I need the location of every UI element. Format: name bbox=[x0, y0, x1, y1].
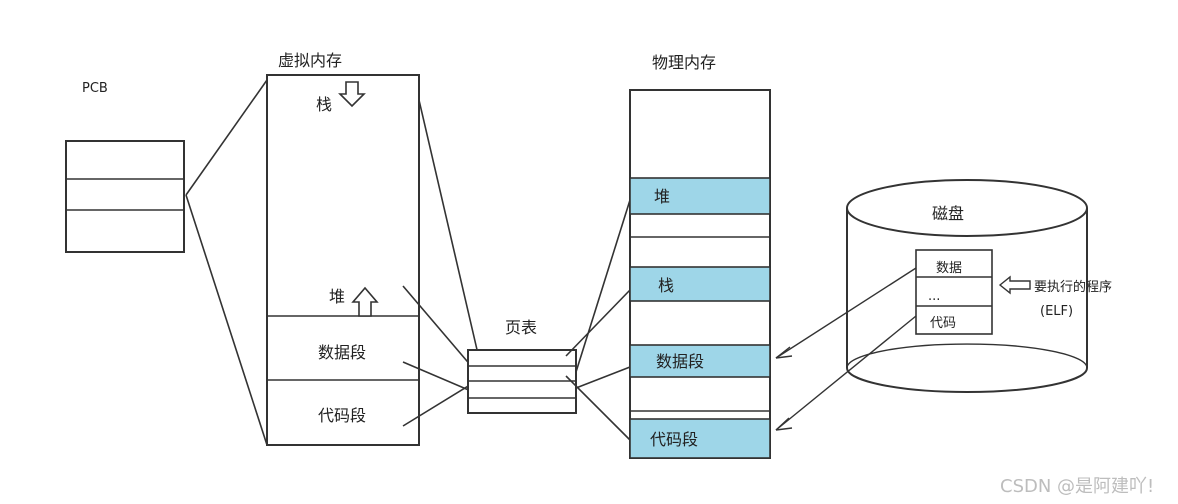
pm-stack-segment bbox=[629, 266, 771, 302]
virtual-memory-label: 虚拟内存 bbox=[278, 51, 342, 70]
pm-code-label: 代码段 bbox=[650, 430, 698, 449]
disk-data-arrowhead-icon bbox=[775, 346, 793, 359]
vm-heap-label: 堆 bbox=[329, 287, 345, 306]
disk-bottom-rim bbox=[846, 343, 1088, 369]
elf-file-box bbox=[915, 249, 993, 335]
page-table-block: 页表 bbox=[467, 318, 577, 414]
vm-data-label: 数据段 bbox=[318, 343, 366, 362]
virtual-memory-box bbox=[266, 74, 420, 446]
vm-data-to-pt bbox=[402, 361, 479, 395]
pt-to-pm-heap bbox=[575, 199, 631, 373]
pt-to-pm-data bbox=[575, 366, 631, 389]
pcb-label: PCB bbox=[82, 81, 108, 96]
pcb-connector-bottom bbox=[185, 194, 268, 446]
physical-memory-label: 物理内存 bbox=[652, 53, 716, 72]
pt-to-pm-stack bbox=[565, 289, 631, 357]
disk-label: 磁盘 bbox=[932, 204, 964, 223]
pm-heap-label: 堆 bbox=[654, 187, 670, 206]
elf-label: (ELF) bbox=[1040, 304, 1073, 319]
pcb-connector-top bbox=[185, 79, 268, 196]
virtual-memory-block: 虚拟内存 栈 堆 数据段 代码段 bbox=[266, 51, 420, 446]
pm-data-segment bbox=[629, 344, 771, 378]
vm-stack-label: 栈 bbox=[316, 95, 332, 114]
vm-code-to-pt bbox=[402, 379, 479, 427]
elf-code-label: 代码 bbox=[930, 316, 956, 331]
stack-down-arrow-icon bbox=[338, 81, 366, 108]
disk-data-to-pm-line bbox=[775, 267, 917, 359]
elf-data-label: 数据 bbox=[936, 261, 962, 276]
heap-up-arrow-icon bbox=[351, 286, 379, 317]
physical-memory-block: 物理内存 堆 栈 数据段 代码段 bbox=[629, 53, 771, 459]
program-label: 要执行的程序 bbox=[1034, 279, 1112, 295]
disk-code-to-pm-line bbox=[775, 315, 917, 431]
disk-code-arrowhead-icon bbox=[775, 417, 793, 431]
disk-block: 磁盘 数据 ... 代码 要执行的程序 (ELF) bbox=[846, 179, 1112, 393]
pcb-box bbox=[65, 140, 185, 253]
pm-data-label: 数据段 bbox=[656, 352, 704, 371]
pt-to-pm-code bbox=[565, 375, 631, 441]
watermark: CSDN @是阿建吖! bbox=[1000, 476, 1154, 497]
vm-stack-to-pt bbox=[418, 99, 479, 355]
vm-code-label: 代码段 bbox=[318, 406, 366, 425]
elf-dots-label: ... bbox=[928, 289, 940, 304]
pm-heap-segment bbox=[629, 177, 771, 215]
vm-heap-to-pt bbox=[402, 285, 479, 375]
page-table-label: 页表 bbox=[505, 318, 537, 337]
program-arrow-icon bbox=[998, 275, 1031, 295]
pcb-block: PCB bbox=[65, 81, 185, 253]
disk-top bbox=[846, 179, 1088, 237]
pm-code-segment bbox=[629, 418, 771, 459]
pm-stack-label: 栈 bbox=[658, 276, 674, 295]
